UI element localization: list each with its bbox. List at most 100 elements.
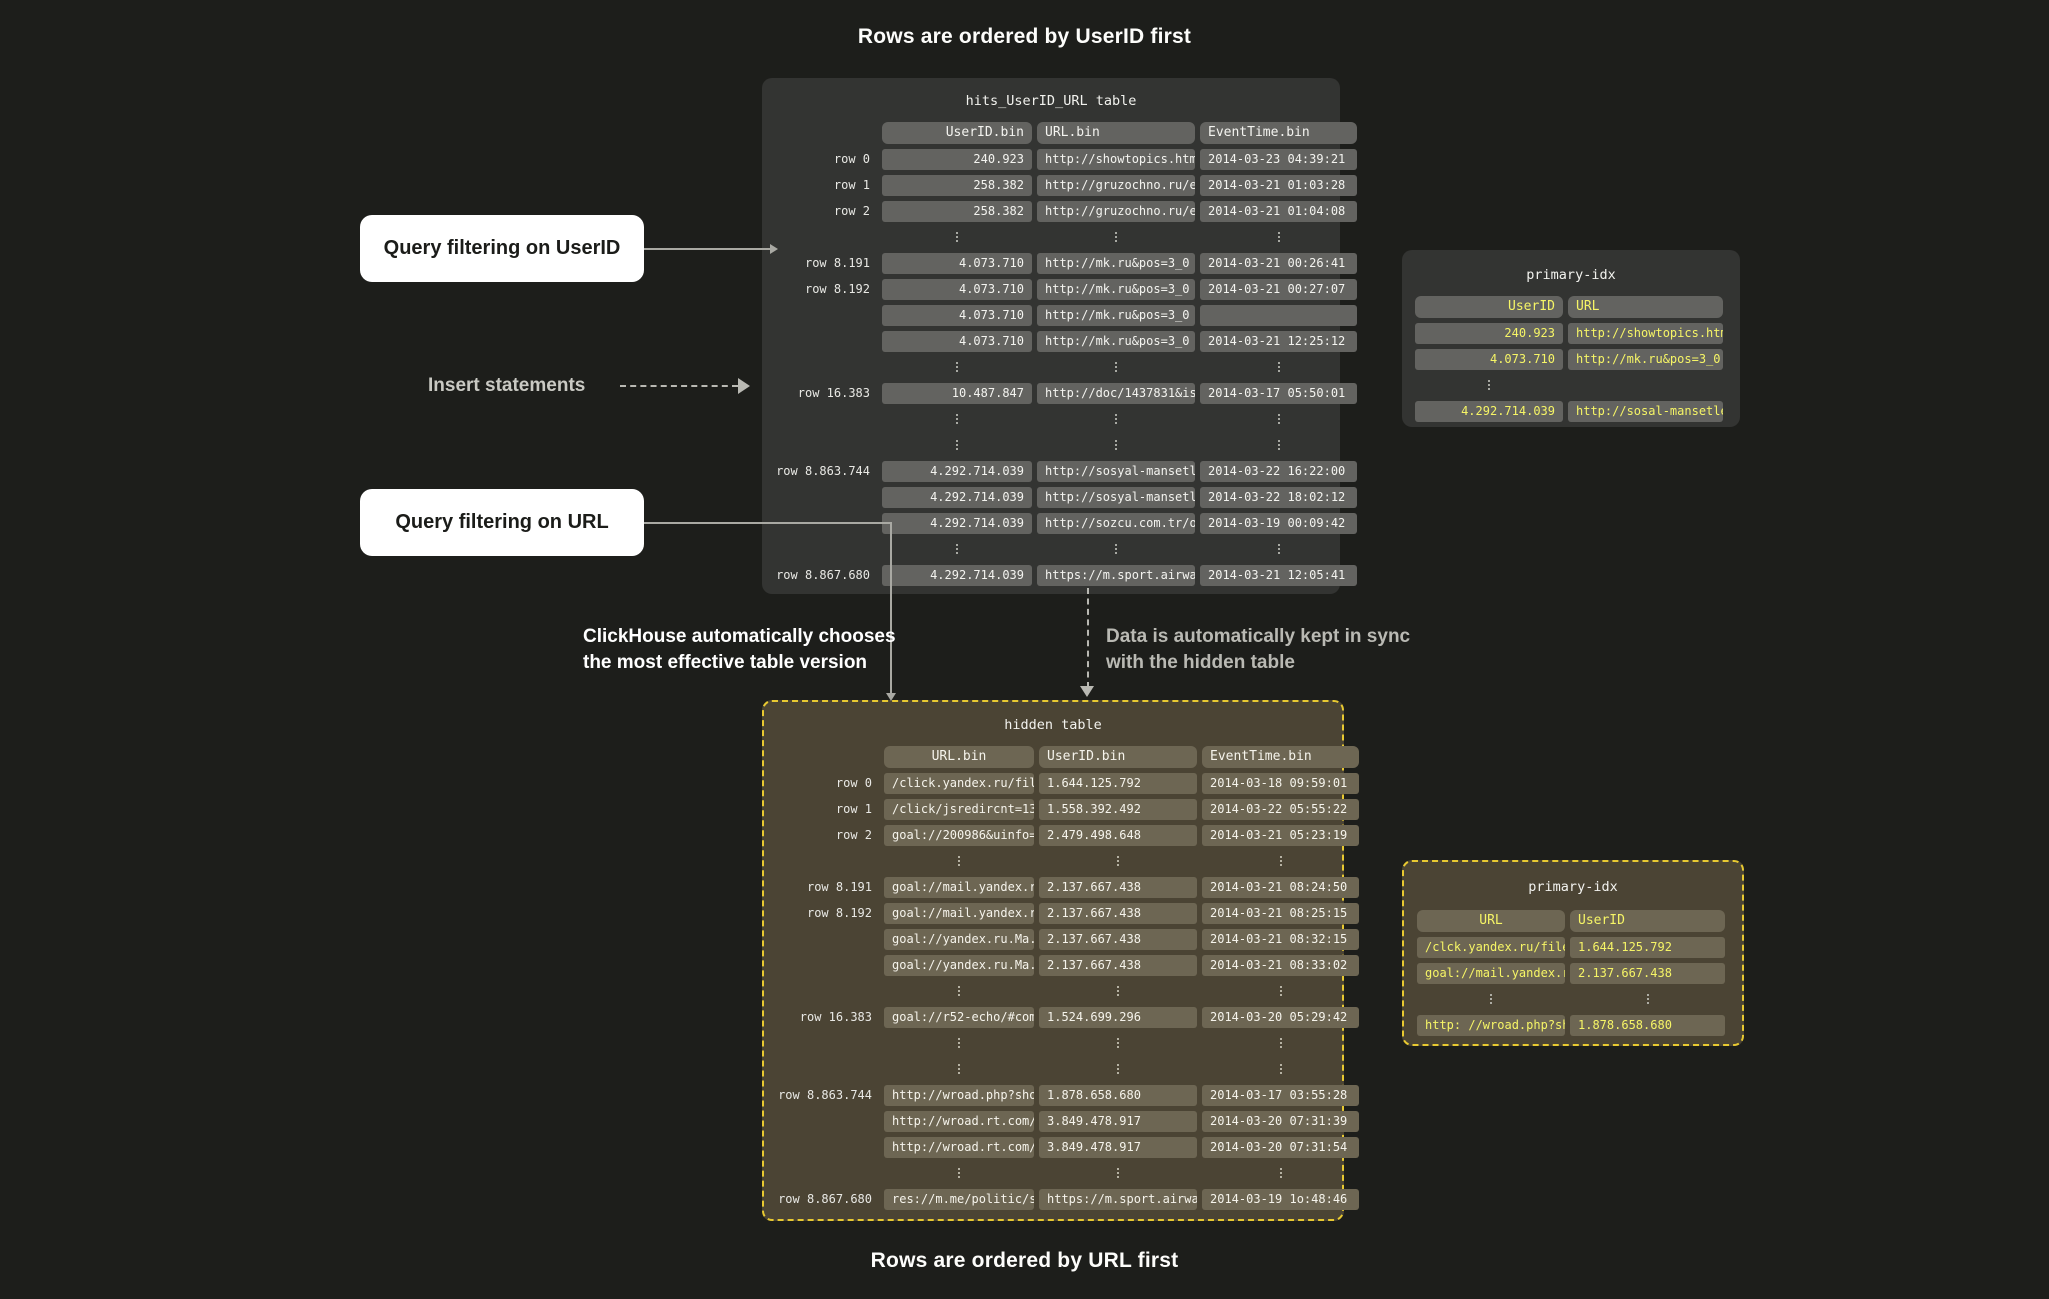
sync-dash-arrow bbox=[1080, 686, 1094, 697]
table-cell: /click/jsredircnt=1395412... bbox=[884, 798, 1034, 820]
insert-statements-label: Insert statements bbox=[428, 375, 586, 396]
table-cell: /clck.yandex.ru/file.com... bbox=[1417, 936, 1565, 958]
ellipsis-icon bbox=[1117, 1062, 1119, 1076]
table-cell: 1.644.125.792 bbox=[1039, 772, 1197, 794]
ellipsis-cell bbox=[1570, 986, 1725, 1012]
ellipsis-cell bbox=[1037, 354, 1195, 380]
table-cell: 2014-03-18 09:59:01 bbox=[1202, 772, 1359, 794]
table-row: goal://yandex.ru.Ma...2.137.667.4382014-… bbox=[764, 952, 1364, 978]
row-index-label: row 8.867.680 bbox=[776, 568, 870, 582]
table-cell: 2014-03-20 05:29:42 bbox=[1202, 1006, 1359, 1028]
table-cell: 2014-03-21 00:27:07 bbox=[1200, 278, 1357, 300]
table-cell: 2.137.667.438 bbox=[1039, 928, 1197, 950]
table-cell: 4.073.710 bbox=[882, 252, 1032, 274]
table-cell: 2014-03-21 01:03:28 bbox=[1200, 174, 1357, 196]
table-cell: 4.073.710 bbox=[1415, 348, 1563, 370]
ellipsis-cell bbox=[884, 1056, 1034, 1082]
table-cell: 2014-03-22 05:55:22 bbox=[1202, 798, 1359, 820]
ellipsis-cell bbox=[1039, 848, 1197, 874]
table-row: http: //wroad.php?show/7...1.878.658.680 bbox=[1417, 1012, 1730, 1038]
table-cell: https://m.sport.airway/? bbox=[1039, 1188, 1197, 1210]
ellipsis-icon bbox=[1277, 230, 1280, 244]
ellipsis-cell bbox=[1039, 1030, 1197, 1056]
ellipsis-cell bbox=[1037, 224, 1195, 250]
table-cell: 4.292.714.039 bbox=[882, 512, 1032, 534]
table-row: goal://mail.yandex.ru/Ma...2.137.667.438 bbox=[1417, 960, 1730, 986]
row-index-label: row 8.192 bbox=[806, 906, 872, 920]
primary-idx-userid-url-body: UserIDURL240.923http://showtopics.html%3… bbox=[1415, 294, 1728, 424]
table-cell: 1.524.699.296 bbox=[1039, 1006, 1197, 1028]
ellipsis-icon bbox=[956, 438, 958, 452]
row-index-label: row 8.863.744 bbox=[778, 1088, 872, 1102]
table-row: row 8.192goal://mail.yandex.ru/Ma...2.13… bbox=[764, 900, 1364, 926]
table-row: 4.292.714.039http://sosal-mansetleri... bbox=[1415, 398, 1728, 424]
table-cell: 10.487.847 bbox=[882, 382, 1032, 404]
table-ellipsis-row bbox=[764, 848, 1364, 874]
table-ellipsis-row bbox=[764, 1056, 1364, 1082]
table-cell: http://sosyal-mansetleri... bbox=[1037, 460, 1195, 482]
ellipsis-icon bbox=[956, 360, 958, 374]
row-index-label: row 0 bbox=[835, 776, 872, 790]
page-title-bottom: Rows are ordered by URL first bbox=[870, 1249, 1179, 1272]
table-cell: http: //wroad.php?show/7... bbox=[1417, 1014, 1565, 1036]
table-cell: http://mk.ru&pos=3_0 bbox=[1037, 330, 1195, 352]
ellipsis-icon bbox=[1279, 1166, 1282, 1180]
table-cell: 2014-03-19 1o:48:46 bbox=[1202, 1188, 1359, 1210]
ellipsis-icon bbox=[958, 854, 960, 868]
table-cell: 2014-03-21 05:23:19 bbox=[1202, 824, 1359, 846]
note-clickhouse-chooses-line2: the most effective table version bbox=[583, 652, 868, 673]
table-cell: 2014-03-22 16:22:00 bbox=[1200, 460, 1357, 482]
table-row: row 8.867.680res://m.me/politic/stati...… bbox=[764, 1186, 1364, 1212]
table-row: row 8.863.744http://wroad.php?show/7...1… bbox=[764, 1082, 1364, 1108]
table-row: 4.292.714.039http://sozcu.com.tr/oaut201… bbox=[762, 510, 1362, 536]
table-cell bbox=[1200, 304, 1357, 326]
ellipsis-cell bbox=[1200, 536, 1357, 562]
connector-url-line-h bbox=[644, 522, 892, 524]
callout-query-filtering-url-label: Query filtering on URL bbox=[395, 511, 609, 533]
table-cell: 2.479.498.648 bbox=[1039, 824, 1197, 846]
ellipsis-cell bbox=[1039, 1160, 1197, 1186]
row-index-label: row 2 bbox=[835, 828, 872, 842]
row-index-label: row 8.863.744 bbox=[776, 464, 870, 478]
ellipsis-cell bbox=[1202, 1056, 1359, 1082]
table-ellipsis-row bbox=[762, 432, 1362, 458]
table-row: row 0/click.yandex.ru/file.co ...1.644.1… bbox=[764, 770, 1364, 796]
table-ellipsis-row bbox=[1415, 372, 1728, 398]
ellipsis-cell bbox=[1200, 224, 1357, 250]
table-cell: 2014-03-20 07:31:39 bbox=[1202, 1110, 1359, 1132]
table-cell: http://gruzochno.ru/ekat... bbox=[1037, 174, 1195, 196]
table-cell: http://doc/1437831&is_mo... bbox=[1037, 382, 1195, 404]
table-row: row 16.383goal://r52-echo/#compose...1.5… bbox=[764, 1004, 1364, 1030]
ellipsis-cell bbox=[1037, 536, 1195, 562]
ellipsis-icon bbox=[958, 1062, 960, 1076]
table-row: http://wroad.rt.com/tr/...3.849.478.9172… bbox=[764, 1108, 1364, 1134]
callout-query-filtering-url[interactable]: Query filtering on URL bbox=[360, 489, 644, 556]
table-cell: 2014-03-21 08:32:15 bbox=[1202, 928, 1359, 950]
table-cell: goal://yandex.ru.Ma... bbox=[884, 928, 1034, 950]
ellipsis-icon bbox=[956, 230, 958, 244]
table-ellipsis-row bbox=[764, 1030, 1364, 1056]
table-cell: 2014-03-23 04:39:21 bbox=[1200, 148, 1357, 170]
table-cell: http://sozcu.com.tr/oaut bbox=[1037, 512, 1195, 534]
table-cell: 2014-03-21 08:24:50 bbox=[1202, 876, 1359, 898]
ellipsis-icon bbox=[1279, 984, 1282, 998]
connector-userid-arrow bbox=[770, 244, 778, 254]
row-index-label: row 16.383 bbox=[799, 1010, 872, 1024]
callout-query-filtering-userid-label: Query filtering on UserID bbox=[383, 237, 621, 259]
ellipsis-cell bbox=[1202, 848, 1359, 874]
ellipsis-cell bbox=[1037, 432, 1195, 458]
ellipsis-icon bbox=[1277, 412, 1280, 426]
ellipsis-icon bbox=[1490, 992, 1492, 1006]
ellipsis-cell bbox=[884, 978, 1034, 1004]
table-ellipsis-row bbox=[762, 224, 1362, 250]
ellipsis-icon bbox=[1279, 1036, 1282, 1050]
callout-query-filtering-userid[interactable]: Query filtering on UserID bbox=[360, 215, 644, 282]
table-cell: goal://mail.yandex.ru/Ma... bbox=[1417, 962, 1565, 984]
